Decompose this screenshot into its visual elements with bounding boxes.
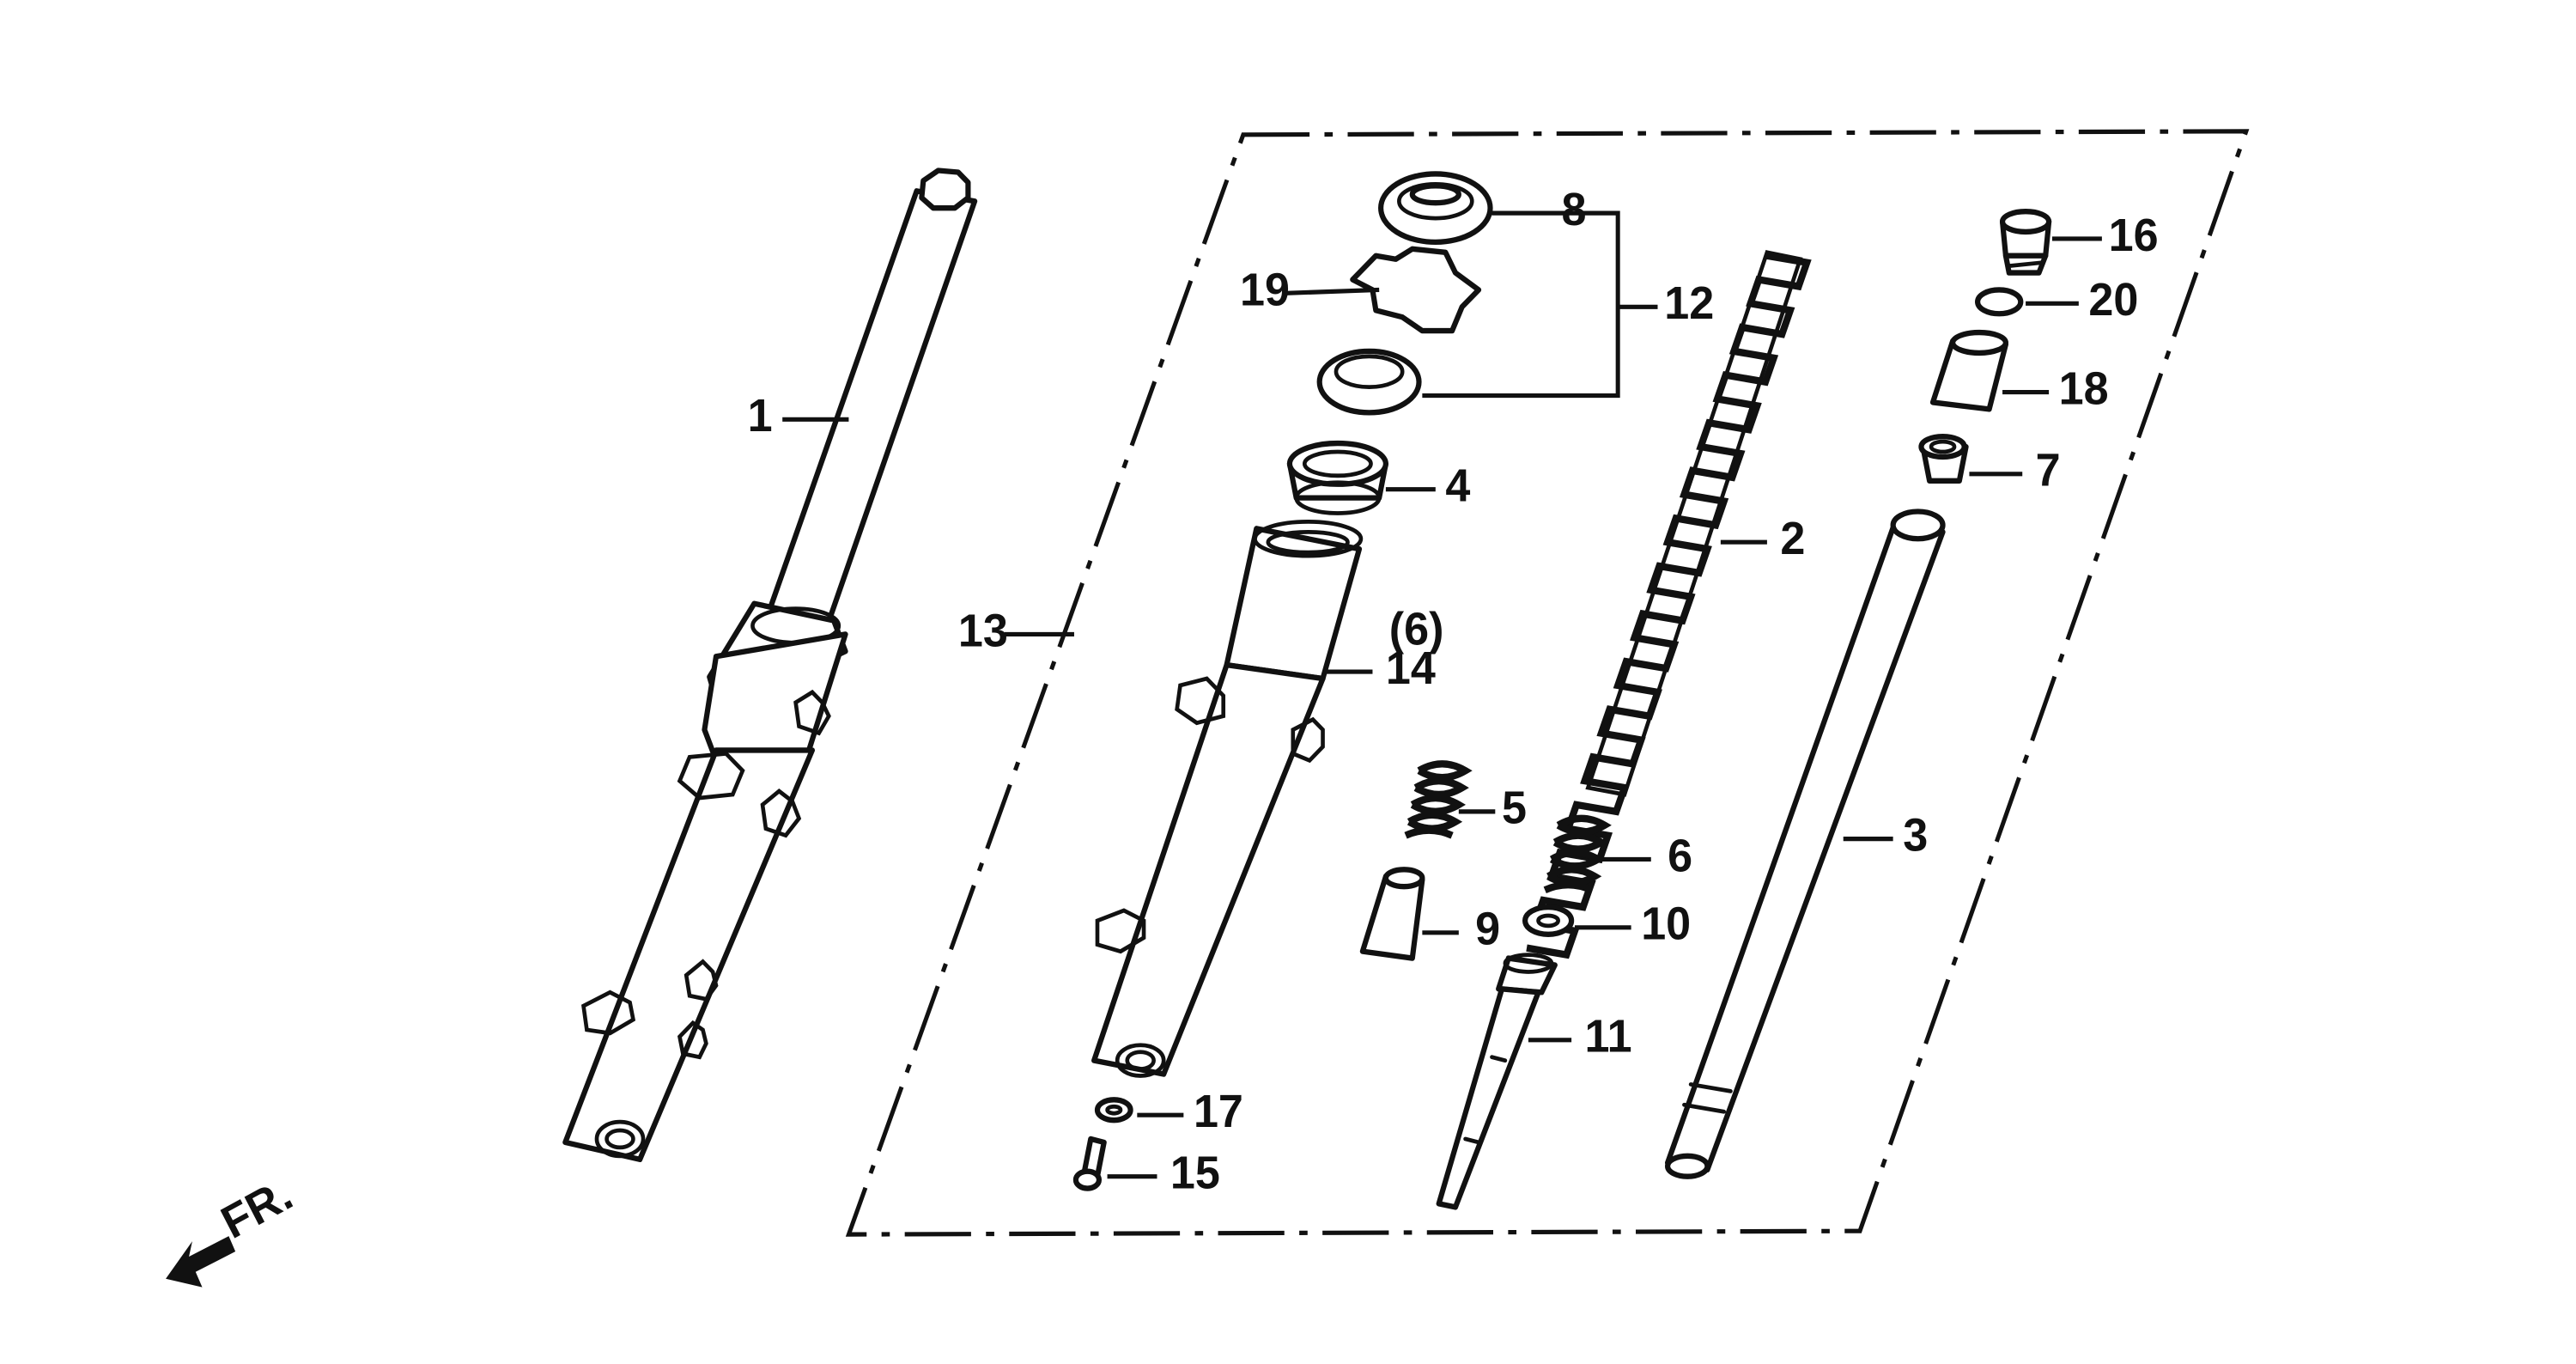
callout-6: 6 [1668, 831, 1692, 882]
callout-6-paren: (6) [1389, 604, 1444, 655]
seal-part-8 [1378, 171, 1493, 246]
callout-16: 16 [2109, 210, 2159, 261]
callout-4: 4 [1445, 460, 1471, 512]
spring-part-5 [1404, 760, 1473, 839]
callout-9: 9 [1475, 904, 1500, 955]
front-direction-label: FR. [214, 1168, 301, 1248]
callout-13: 13 [958, 606, 1008, 657]
fork-pipe-part-3 [1664, 508, 1946, 1179]
callout-12: 12 [1664, 278, 1714, 330]
callout-1: 1 [748, 391, 773, 442]
callout-8: 8 [1562, 184, 1587, 235]
oil-seal-part-12 [1316, 348, 1422, 416]
callout-3: 3 [1903, 810, 1928, 862]
clip-part-19 [1350, 246, 1482, 334]
callout-20: 20 [2088, 275, 2138, 326]
oil-lock-piece-part-9 [1359, 867, 1425, 961]
callout-10: 10 [1641, 898, 1691, 950]
damper-rod-part-11 [1436, 953, 1558, 1210]
spring-seat-part-7 [1918, 433, 1969, 484]
washer-part-17 [1094, 1097, 1133, 1123]
callout-19: 19 [1240, 265, 1290, 316]
front-direction-indicator: FR. [166, 1168, 301, 1288]
callout-7: 7 [2036, 445, 2061, 496]
callout-5: 5 [1502, 782, 1527, 834]
leader-lines [782, 210, 2102, 1179]
fork-assembly [562, 167, 978, 1162]
assembly-frame [845, 129, 2250, 1237]
callout-2: 2 [1780, 513, 1805, 564]
callout-14: 14 [1386, 642, 1437, 694]
callout-labels: 1 2 3 4 5 6 (6) 7 8 9 10 11 12 13 14 15 … [748, 184, 2159, 1198]
spring-part-6 [1543, 814, 1612, 894]
dust-seal-part-4 [1286, 440, 1388, 515]
fork-bolt-part-16 [1999, 208, 2052, 276]
o-ring-part-20 [1975, 287, 2024, 317]
callout-17: 17 [1194, 1086, 1243, 1137]
collar-part-18 [1929, 329, 2008, 412]
fork-bottom-case [1091, 520, 1364, 1078]
fork-spring-part-2 [1526, 250, 1812, 959]
callout-18: 18 [2059, 363, 2109, 415]
callout-11: 11 [1585, 1011, 1632, 1063]
washer-part-10 [1522, 904, 1575, 937]
bolt-part-15 [1072, 1136, 1107, 1191]
callout-15: 15 [1170, 1148, 1220, 1199]
front-arrow-icon [166, 1236, 236, 1288]
